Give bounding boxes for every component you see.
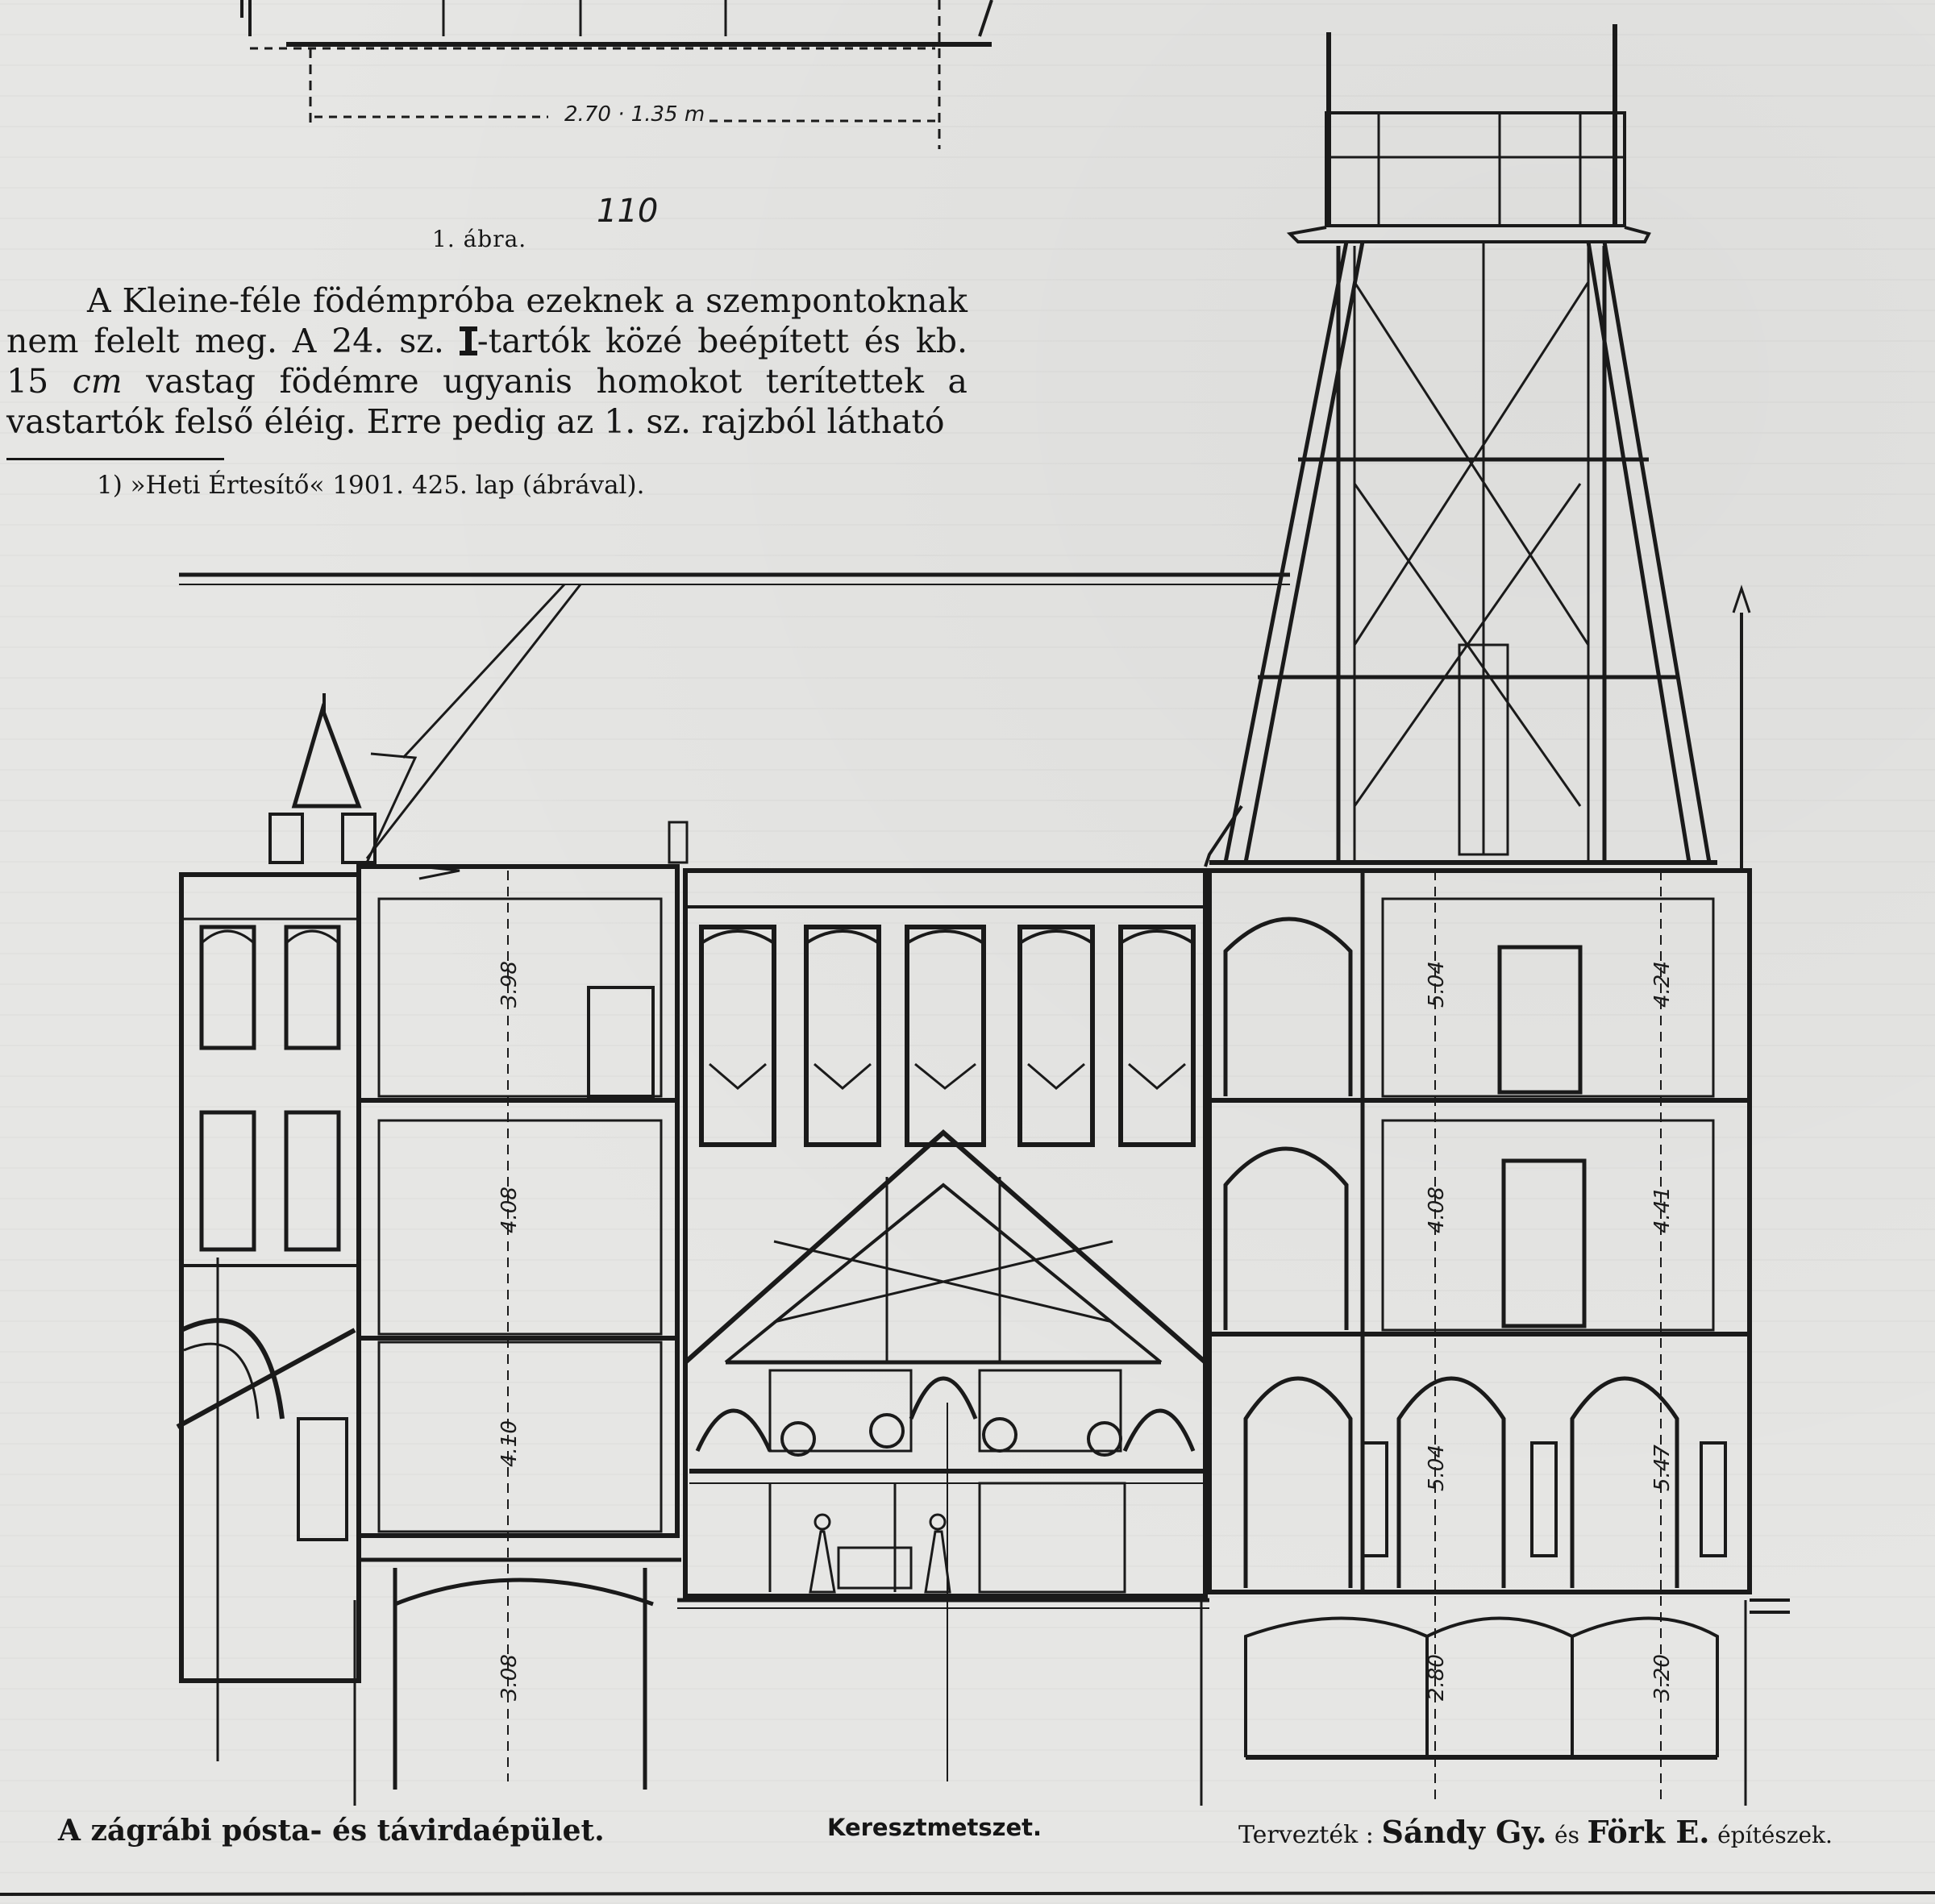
dim-mid-2: 4.08	[1425, 1187, 1449, 1233]
dim-mid-4: 2.80	[1425, 1654, 1449, 1701]
drawing-credits: Tervezték : Sándy Gy. és Förk E. építész…	[1238, 1814, 1833, 1850]
footnote-text: »Heti Értesítő« 1901. 425. lap (ábrával)…	[122, 471, 645, 500]
right-wing	[1200, 584, 1790, 1806]
body-paragraph: A Kleine-féle födémpróba ezeknek a szemp…	[6, 281, 968, 442]
dim-right-4: 3.20	[1650, 1654, 1675, 1701]
credits-architect-2: Förk E.	[1587, 1814, 1710, 1850]
dim-right-2: 4.41	[1650, 1187, 1675, 1233]
dimension-labels: 3.98 4.08 4.10 3.08 5.04 4.08 5.04 2.80 …	[497, 961, 1675, 1701]
body-text-part1: A Kleine-féle födémpróba ezeknek a szemp…	[6, 281, 968, 360]
tower	[1204, 24, 1717, 867]
dim-left-2: 4.08	[497, 1187, 522, 1233]
i-beam-icon	[459, 326, 477, 355]
body-text-part3: vastag födémre ugyanis homokot terítette…	[6, 362, 968, 441]
footnote-rule	[6, 458, 224, 460]
footnote: 1) »Heti Értesítő« 1901. 425. lap (ábráv…	[97, 471, 644, 500]
footnote-mark: 1)	[97, 471, 123, 500]
dim-left-1: 3.98	[497, 961, 522, 1008]
drawing-section-label: Keresztmetszet.	[827, 1814, 1042, 1841]
dim-mid-3: 5.04	[1425, 1445, 1449, 1491]
section-drawing: 3.98 4.08 4.10 3.08 5.04 4.08 5.04 2.80 …	[176, 24, 1790, 1806]
central-hall	[683, 868, 1208, 1781]
top-figure-fragment: 2.70 · 1.35 m 110	[240, 0, 993, 230]
dim-right-3: 5.47	[1650, 1445, 1675, 1491]
figure-number-handwritten: 110	[597, 193, 658, 230]
figure-caption: 1. ábra.	[432, 226, 527, 252]
credits-and: és	[1554, 1822, 1579, 1848]
dim-mid-1: 5.04	[1425, 961, 1449, 1008]
credits-architect-1: Sándy Gy.	[1381, 1814, 1547, 1850]
dim-left-3: 4.10	[497, 1420, 522, 1467]
credits-designed-by: Tervezték :	[1238, 1821, 1374, 1849]
body-unit: cm	[72, 362, 123, 401]
credits-role: építészek.	[1717, 1822, 1833, 1848]
body-text-part2: -tartók közé beépített és kb. 15	[6, 322, 968, 401]
dim-right-1: 4.24	[1650, 961, 1675, 1008]
left-turret	[268, 693, 460, 880]
left-wing	[176, 872, 361, 1761]
mid-wing	[356, 821, 689, 1790]
dim-left-4: 3.08	[497, 1654, 522, 1701]
top-dimension-text: 2.70 · 1.35 m	[564, 102, 705, 127]
drawing-title: A zágrábi pósta- és távirdaépület.	[58, 1814, 605, 1848]
